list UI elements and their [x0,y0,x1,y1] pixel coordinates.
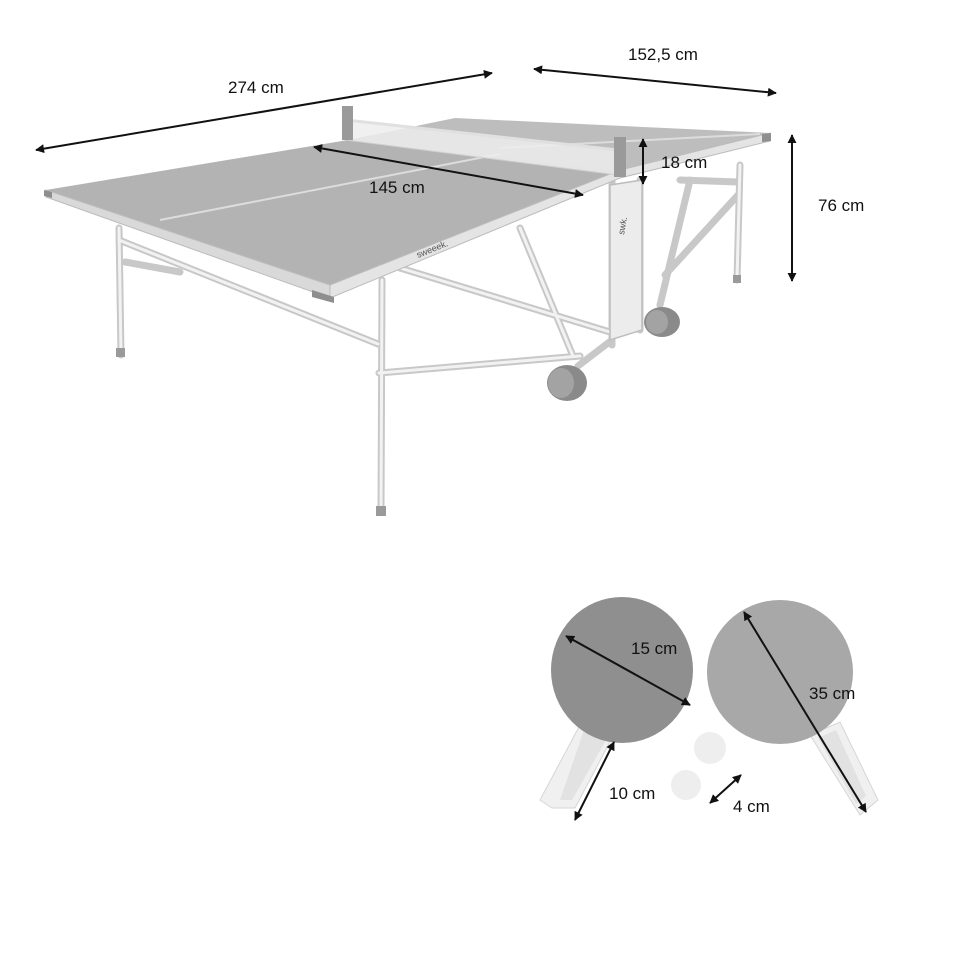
balls [671,732,726,800]
dimension-labels: 274 cm 152,5 cm 145 cm 18 cm 76 cm [228,45,864,215]
paddle-head-label: 15 cm [631,639,677,658]
paddle-left-head [551,597,693,743]
length-arrow [35,69,493,154]
ball [694,732,726,764]
leg-feet [116,275,741,516]
paddle-handle-label: 10 cm [609,784,655,803]
ball-label: 4 cm [733,797,770,816]
ball-arrow [709,774,742,804]
post-brand-label: swk. [616,216,629,235]
net-height-label: 18 cm [661,153,707,172]
folding-post: swk. [609,179,643,342]
paddle-total-label: 35 cm [809,684,855,703]
paddle-left [539,597,693,809]
table-frame-highlight [117,163,742,514]
length-label: 274 cm [228,78,284,97]
dimension-arrows [35,65,797,282]
paddle-dimension-labels: 15 cm 10 cm 4 cm 35 cm [609,639,855,816]
paddle-handle-arrow [574,741,615,821]
half-length-arrow [313,143,584,199]
paddle-dimension-arrows [565,611,867,821]
half-length-label: 145 cm [369,178,425,197]
corner-caps [44,133,771,303]
ball [671,770,701,800]
width-arrow [533,65,777,97]
paddle-head-arrow [565,635,691,706]
wheels [547,307,680,401]
paddle-total-arrow [743,611,867,813]
table-height-label: 76 cm [818,196,864,215]
width-label: 152,5 cm [628,45,698,64]
